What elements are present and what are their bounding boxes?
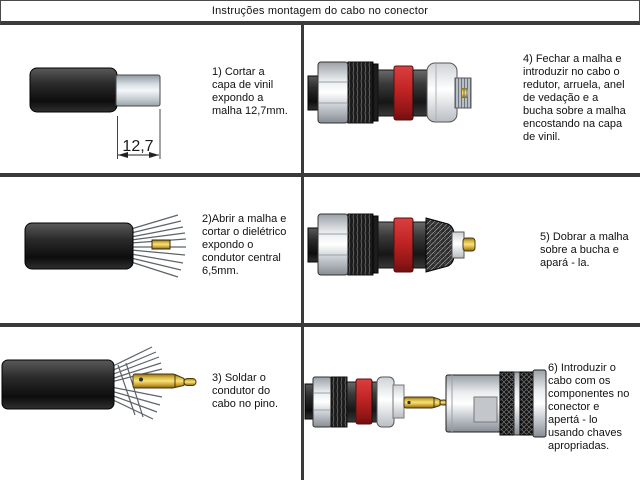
panel-step-4: 4) Fechar a malha e introduzir no cabo o…: [304, 25, 640, 173]
gold-pin: [132, 373, 197, 389]
instruction-step-4: 4) Fechar a malha e introduzir no cabo o…: [523, 53, 626, 143]
panel-step-1: 12,7 1) Cortar a capa de vinil expondo a…: [0, 25, 301, 173]
solder-pin-illustration: [1, 346, 197, 420]
page-title: Instruções montagem do cabo no conector: [0, 0, 640, 25]
white-bushing: [426, 62, 458, 123]
panel-step-2: 2)Abrir a malha e cortar o dielétrico ex…: [0, 177, 301, 323]
column-divider: [301, 25, 304, 480]
cable-jacket: [1, 359, 115, 410]
connector-knurled-rings: [499, 369, 547, 438]
spacer-cylinder: [377, 221, 396, 269]
braid-wires: [110, 346, 163, 420]
dimension-label: 12,7: [122, 138, 153, 155]
red-seal-ring: [393, 217, 414, 273]
folded-braid-illustration: [307, 213, 476, 276]
braid-end: [454, 77, 472, 109]
connector-body: [445, 374, 502, 433]
panel-step-6: 6) Introduzir o cabo com os componentes …: [304, 327, 640, 480]
instruction-step-2: 2)Abrir a malha e cortar o dielétrico ex…: [202, 213, 287, 277]
braid-folded-over-bushing: [425, 217, 455, 273]
row-divider-2: [0, 323, 640, 327]
knurled-section: [347, 213, 374, 276]
braid-fan-illustration: [24, 214, 187, 278]
center-conductor: [151, 239, 171, 250]
gold-pin: [403, 396, 448, 409]
instruction-step-5: 5) Dobrar a malha sobre a bucha e apará …: [540, 231, 629, 269]
washer: [372, 215, 379, 274]
cable-jacket: [29, 67, 118, 113]
cable-jacket: [24, 222, 134, 270]
components-on-cable-illustration: [307, 61, 472, 124]
instruction-step-1: 1) Cortar a capa de vinil expondo a malh…: [212, 66, 288, 117]
dimension-lines: [117, 109, 161, 159]
insulator-tip: [451, 231, 465, 259]
insulator-tip: [392, 384, 405, 419]
row-divider-1: [0, 173, 640, 177]
knurled-section: [330, 376, 348, 428]
reducer-hex-nut: [312, 376, 332, 428]
washer: [372, 63, 379, 122]
reducer-hex-nut: [317, 61, 349, 124]
panel-step-5: 5) Dobrar a malha sobre a bucha e apará …: [304, 177, 640, 323]
instruction-step-6: 6) Introduzir o cabo com os componentes …: [548, 362, 630, 452]
exposed-braid: [115, 74, 161, 107]
white-bushing: [376, 376, 395, 428]
insert-into-connector-illustration: [304, 369, 547, 438]
cable-strip-illustration: 12,7: [29, 67, 161, 159]
red-seal-ring: [355, 378, 373, 425]
gold-pin: [462, 237, 476, 252]
reducer-hex-nut: [317, 213, 349, 276]
red-seal-ring: [393, 65, 414, 121]
panel-step-3: 3) Soldar o condutor do cabo no pino.: [0, 327, 301, 480]
knurled-section: [347, 61, 374, 124]
spacer-cylinder: [377, 69, 396, 117]
instruction-step-3: 3) Soldar o condutor do cabo no pino.: [212, 372, 279, 410]
